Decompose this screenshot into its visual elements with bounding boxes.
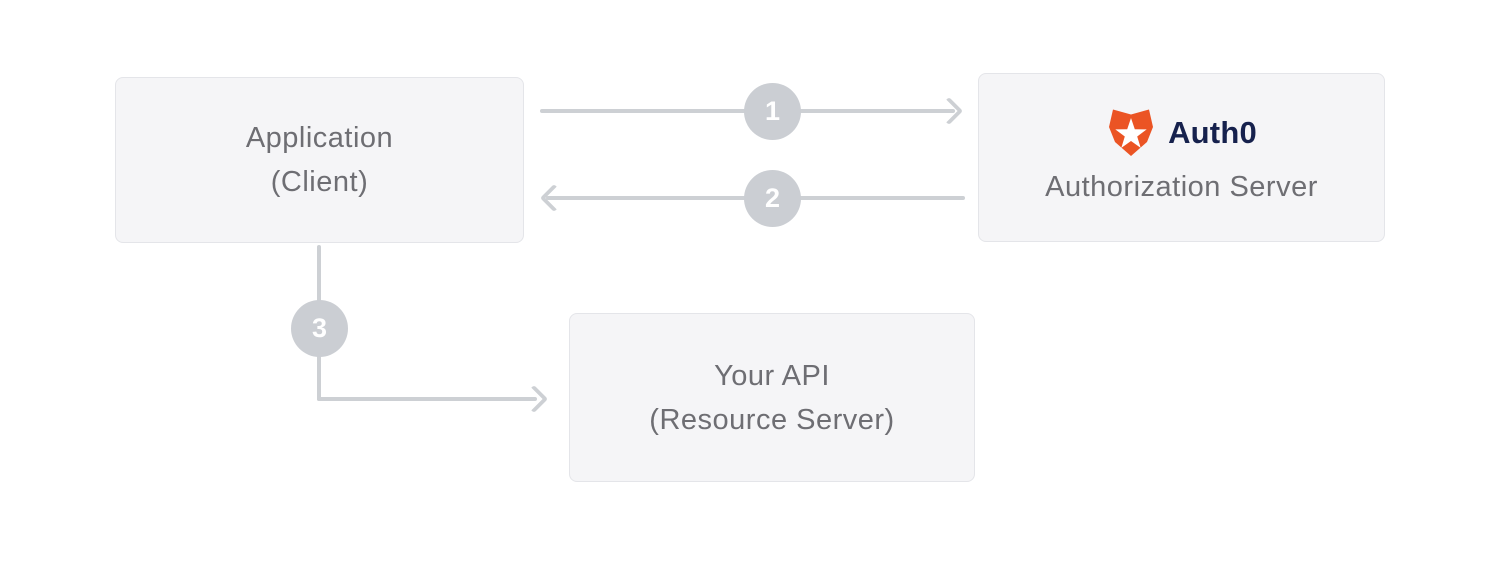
node-your-api: Your API (Resource Server)	[569, 313, 975, 482]
arrow-3-right-arrowhead-icon	[519, 384, 549, 414]
step-badge-1: 1	[744, 83, 801, 140]
authorization-server-label: Authorization Server	[1045, 170, 1318, 203]
node-authorization-server: Auth0 Authorization Server	[978, 73, 1385, 242]
node-application-client: Application (Client)	[115, 77, 524, 243]
arrow-3-horizontal-line	[317, 397, 537, 401]
application-label-line1: Application	[245, 122, 394, 154]
auth0-brand-row: Auth0	[1106, 107, 1257, 159]
auth0-wordmark: Auth0	[1168, 114, 1257, 150]
arrow-1-right-arrowhead-icon	[934, 96, 964, 126]
step-badge-2: 2	[744, 170, 801, 227]
step-badge-3: 3	[291, 300, 348, 357]
api-label-line2: (Resource Server)	[649, 403, 895, 436]
arrow-2-left-arrowhead-icon	[539, 183, 569, 213]
auth0-shield-star-icon	[1109, 109, 1154, 156]
api-label-line1: Your API	[714, 359, 830, 392]
application-label-line2: (Client)	[270, 166, 369, 198]
